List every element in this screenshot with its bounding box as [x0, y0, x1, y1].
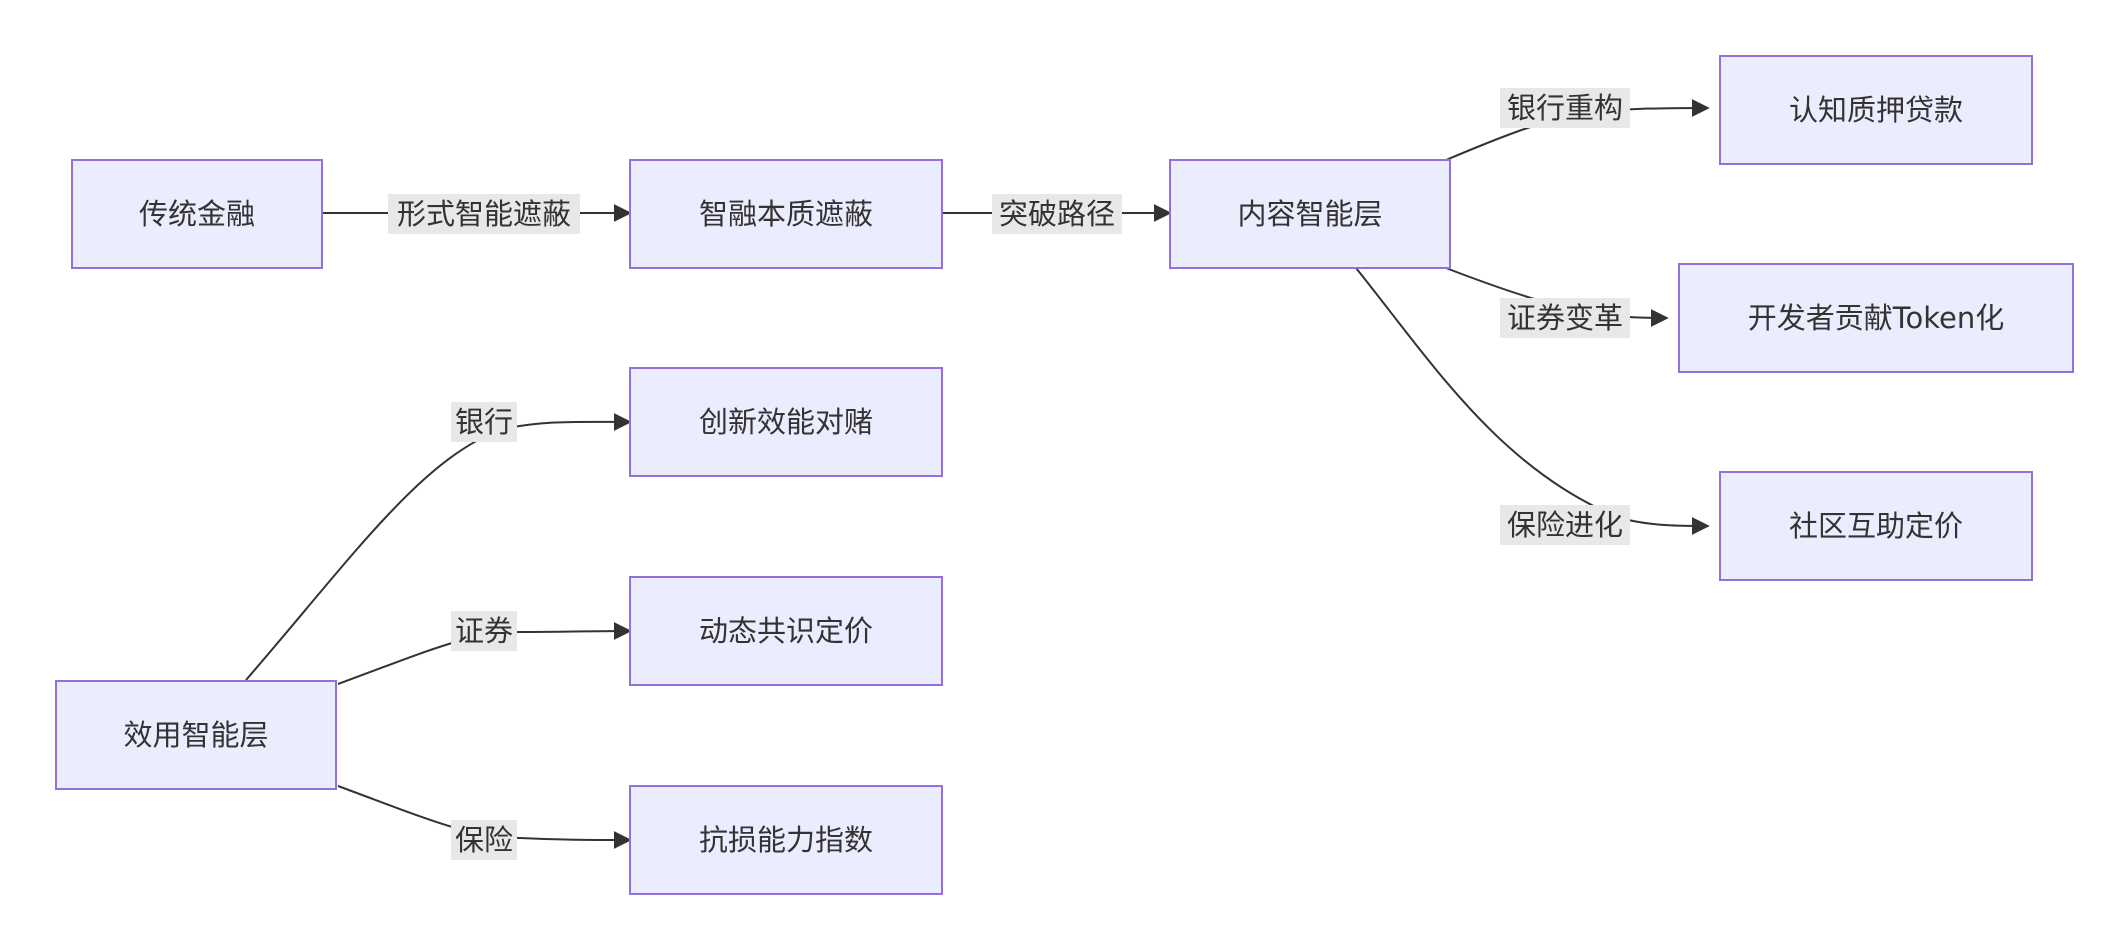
- edge-label-insurance-evolution: 保险进化: [1500, 505, 1630, 545]
- svg-text:内容智能层: 内容智能层: [1237, 197, 1382, 231]
- edge-content-to-community: [1355, 267, 1710, 535]
- edge-label-bank-restructure: 银行重构: [1500, 88, 1630, 128]
- node-innovation-bet: 创新效能对赌: [629, 367, 943, 477]
- svg-text:抗损能力指数: 抗损能力指数: [699, 823, 873, 857]
- node-smart-finance-masking: 智融本质遮蔽: [629, 159, 943, 269]
- svg-text:动态共识定价: 动态共识定价: [699, 614, 873, 648]
- node-content-intelligence-layer: 内容智能层: [1169, 159, 1451, 269]
- svg-text:保险进化: 保险进化: [1507, 508, 1623, 542]
- nodes: 传统金融 智融本质遮蔽 内容智能层 认知质押贷款 开发者贡献Token化 社区互…: [55, 55, 2074, 895]
- node-developer-token: 开发者贡献Token化: [1678, 263, 2074, 373]
- svg-text:社区互助定价: 社区互助定价: [1789, 509, 1963, 543]
- node-utility-intelligence-layer: 效用智能层: [55, 680, 337, 790]
- edge-labels: 形式智能遮蔽 突破路径 银行重构 证券变革 保险进化 银行 证券 保险: [388, 88, 1630, 860]
- edge-label-securities-reform: 证券变革: [1500, 298, 1630, 338]
- svg-text:效用智能层: 效用智能层: [123, 718, 268, 752]
- node-traditional-finance: 传统金融: [71, 159, 323, 269]
- svg-text:传统金融: 传统金融: [139, 197, 255, 231]
- svg-text:认知质押贷款: 认知质押贷款: [1789, 93, 1963, 127]
- svg-text:智融本质遮蔽: 智融本质遮蔽: [699, 197, 873, 231]
- node-dynamic-consensus-pricing: 动态共识定价: [629, 576, 943, 686]
- node-cognitive-pledge-loan: 认知质押贷款: [1719, 55, 2033, 165]
- svg-text:证券: 证券: [455, 614, 513, 648]
- svg-text:银行: 银行: [455, 405, 513, 439]
- edge-label-insurance: 保险: [451, 820, 517, 860]
- svg-text:突破路径: 突破路径: [999, 197, 1115, 231]
- edge-utility-to-innovation: [245, 412, 632, 681]
- svg-text:证券变革: 证券变革: [1507, 301, 1623, 335]
- svg-text:银行重构: 银行重构: [1507, 91, 1623, 125]
- svg-text:形式智能遮蔽: 形式智能遮蔽: [397, 197, 571, 231]
- node-community-pricing: 社区互助定价: [1719, 471, 2033, 581]
- edges: [245, 99, 1710, 849]
- node-loss-resistance-index: 抗损能力指数: [629, 785, 943, 895]
- edge-label-breakthrough: 突破路径: [992, 194, 1122, 234]
- edge-label-securities: 证券: [451, 611, 517, 651]
- edge-label-bank: 银行: [451, 402, 517, 442]
- edge-label-formal-masking: 形式智能遮蔽: [388, 194, 580, 234]
- svg-text:保险: 保险: [455, 823, 513, 857]
- svg-text:开发者贡献Token化: 开发者贡献Token化: [1748, 301, 2005, 335]
- svg-text:创新效能对赌: 创新效能对赌: [699, 405, 873, 439]
